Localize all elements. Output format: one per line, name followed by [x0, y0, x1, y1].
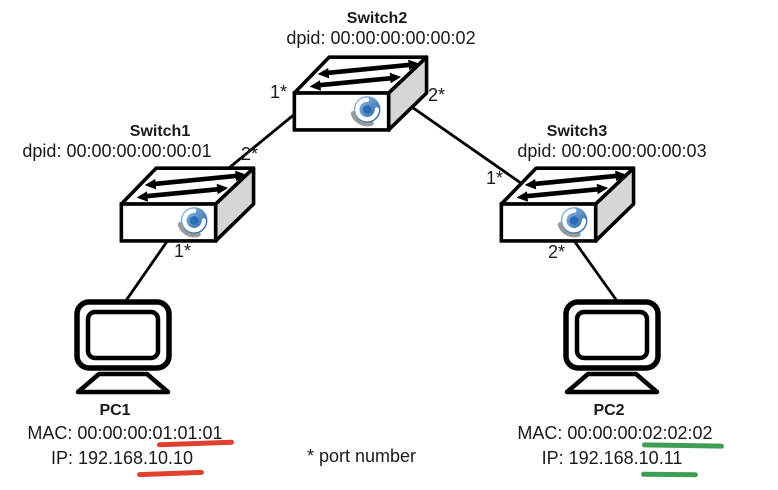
pc2-title: PC2	[593, 402, 625, 419]
link-switch2-switch1	[223, 111, 297, 174]
switch2-dpid: dpid: 00:00:00:00:00:02	[286, 28, 476, 48]
port-number-footnote: * port number	[307, 446, 417, 466]
switch2-icon	[292, 55, 429, 132]
switch-3d-box	[499, 166, 636, 243]
switch2-port1-label: 1*	[270, 82, 288, 102]
pc1-icon	[74, 299, 172, 395]
switch3-port2-label: 2*	[548, 242, 566, 262]
switch1-port1-label: 1*	[174, 241, 192, 261]
switch3-title: Switch3	[546, 123, 608, 140]
pc2-ip-underline	[640, 471, 699, 478]
pc2-ip: IP: 192.168.10.11	[541, 448, 683, 468]
pc1-ip: IP: 192.168.10.10	[50, 448, 194, 468]
link-switch2-switch3	[408, 103, 529, 190]
openflow-swirl-icon	[177, 207, 208, 238]
openflow-swirl-icon	[350, 96, 381, 127]
switching-arrows-icon	[516, 170, 627, 202]
switch3-icon	[499, 166, 636, 243]
switch-3d-box	[292, 55, 429, 132]
switching-arrows-icon	[309, 59, 420, 91]
switch3-port1-label: 1*	[486, 168, 504, 188]
pc2-mac: MAC: 00:00:00:02:02:02	[517, 423, 713, 443]
link-switch3-pc2	[568, 234, 619, 302]
switch1-title: Switch1	[129, 123, 191, 140]
switch3-dpid: dpid: 00:00:00:00:00:03	[517, 141, 707, 161]
switch2-port2-label: 2*	[428, 85, 446, 105]
switch2-title: Switch2	[346, 10, 408, 27]
pc2-icon	[563, 299, 661, 395]
switch1-dpid: dpid: 00:00:00:00:00:01	[22, 141, 212, 161]
pc1-title: PC1	[99, 402, 131, 419]
switch-3d-box	[119, 166, 256, 243]
computer-monitor-icon	[74, 299, 172, 395]
switching-arrows-icon	[136, 170, 247, 202]
pc1-mac: MAC: 00:00:00:01:01:01	[27, 423, 223, 443]
switch1-icon	[119, 166, 256, 243]
computer-monitor-icon	[563, 299, 661, 395]
switch1-port2-label: 2*	[241, 144, 259, 164]
openflow-swirl-icon	[557, 207, 588, 238]
